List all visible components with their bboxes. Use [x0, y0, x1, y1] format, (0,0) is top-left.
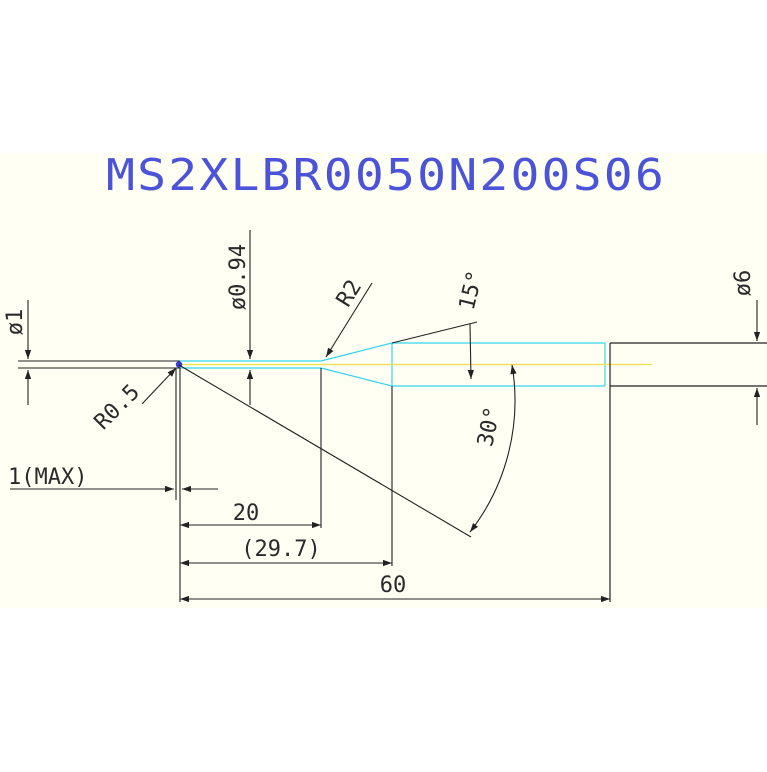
shank-outline: [609, 342, 767, 602]
drawing-area: [0, 153, 767, 608]
dia-neck-label: ø0.94: [226, 244, 251, 310]
len-neck-label: 20: [233, 501, 260, 526]
dimension-lines: [10, 230, 761, 603]
dia-tip-label: ø1: [3, 309, 28, 336]
flute-max-label: 1(MAX): [8, 465, 87, 490]
len-overall-label: 60: [380, 573, 407, 598]
len-taper-label: (29.7): [241, 537, 320, 562]
drawing-title: MS2XLBR0050N200S06: [106, 150, 666, 201]
dia-shank-label: ø6: [731, 270, 756, 297]
